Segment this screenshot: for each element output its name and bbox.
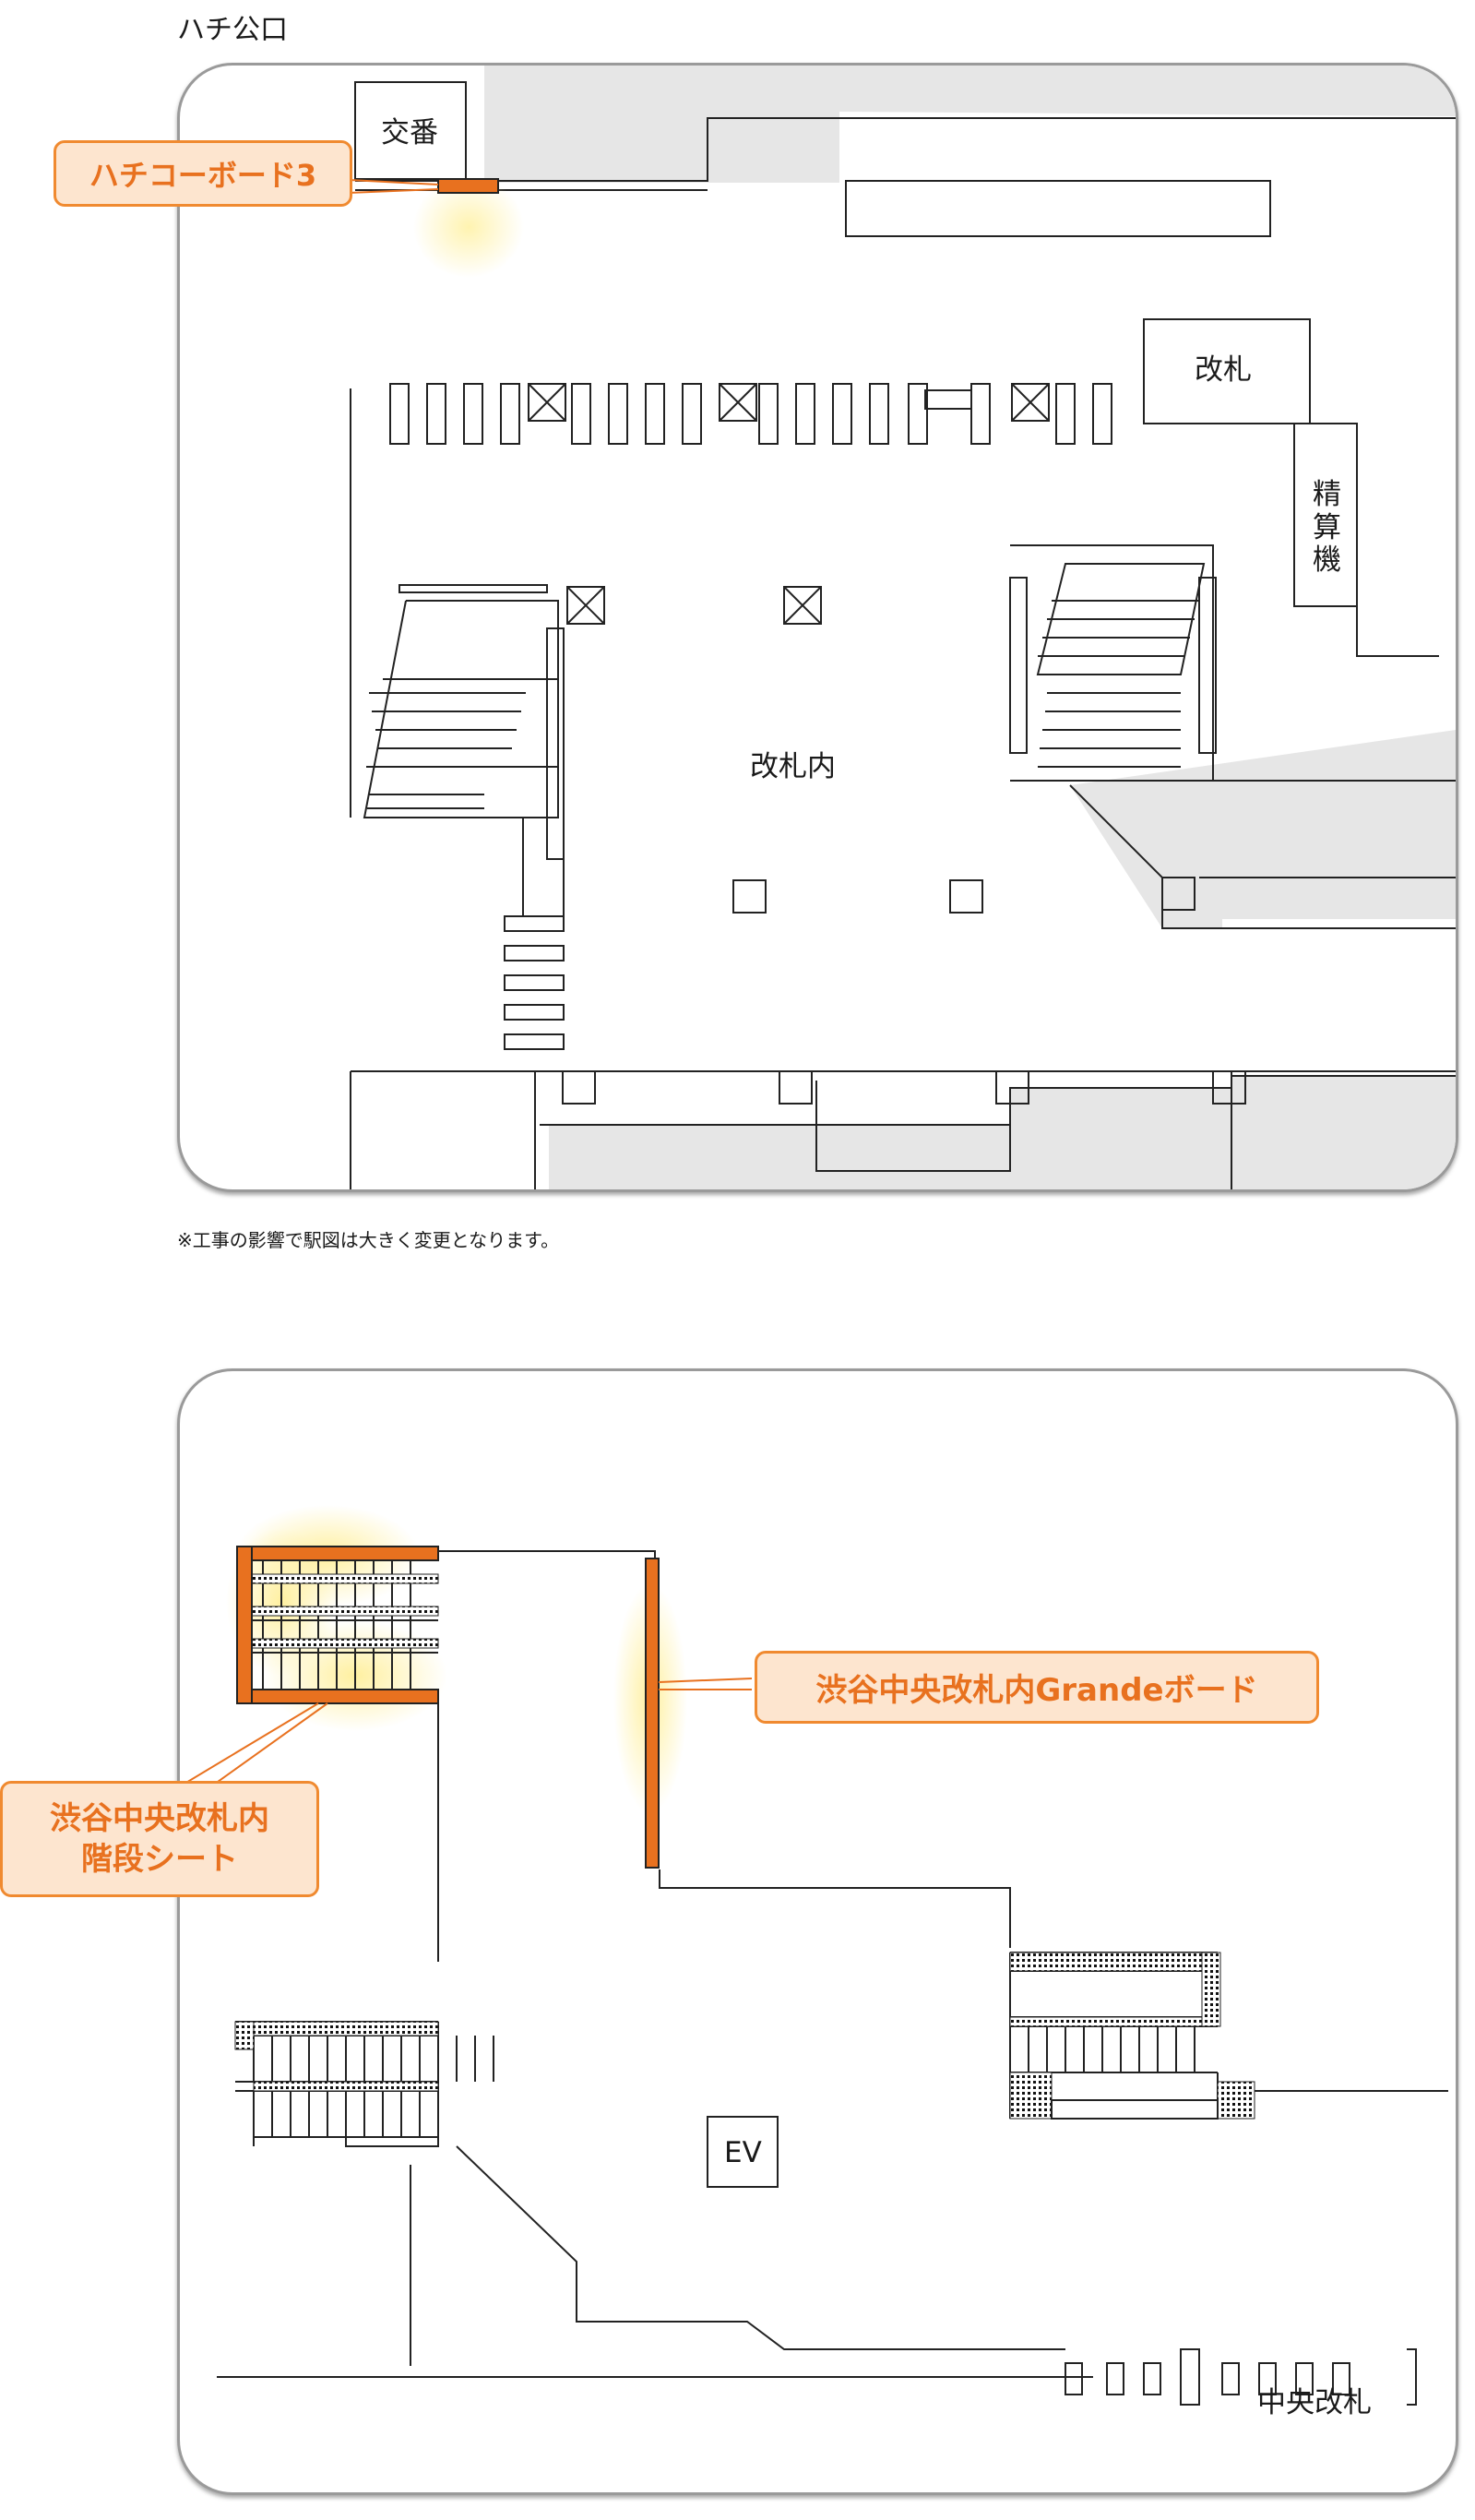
map-panel-central: EV 中央改札 — [177, 1368, 1458, 2495]
ev-label: EV — [724, 2136, 762, 2169]
inside-gate-label: 改札内 — [750, 750, 836, 783]
police-box-label: 交番 — [381, 116, 438, 149]
callout-hachiko-board: ハチコーボード3 — [54, 140, 352, 207]
callout-grande-board: 渋谷中央改札内Grandeボード — [755, 1651, 1319, 1724]
central-gate-label: 中央改札 — [1257, 2386, 1372, 2419]
construction-note: ※工事の影響で駅図は大きく変更となります。 — [177, 1229, 560, 1251]
callout-stair-sheet-line1: 渋谷中央改札内 — [50, 1799, 269, 1837]
callout-stair-sheet: 渋谷中央改札内 階段シート — [0, 1781, 319, 1897]
gate-label: 改札 — [1195, 353, 1252, 387]
fare-machine-label: 精算機 — [1313, 478, 1341, 578]
station-floorplan-top — [337, 66, 1456, 1189]
hachiko-board — [437, 178, 499, 194]
stair-sheet-board — [236, 1546, 439, 1704]
grande-board — [645, 1558, 660, 1869]
exit-label-hachiko: ハチ公口 — [177, 14, 288, 46]
station-floorplan-bottom — [180, 1505, 1448, 2406]
map-panel-hachiko: 交番 改札 精算機 改札内 — [177, 63, 1458, 1192]
callout-stair-sheet-line2: 階段シート — [81, 1841, 238, 1878]
